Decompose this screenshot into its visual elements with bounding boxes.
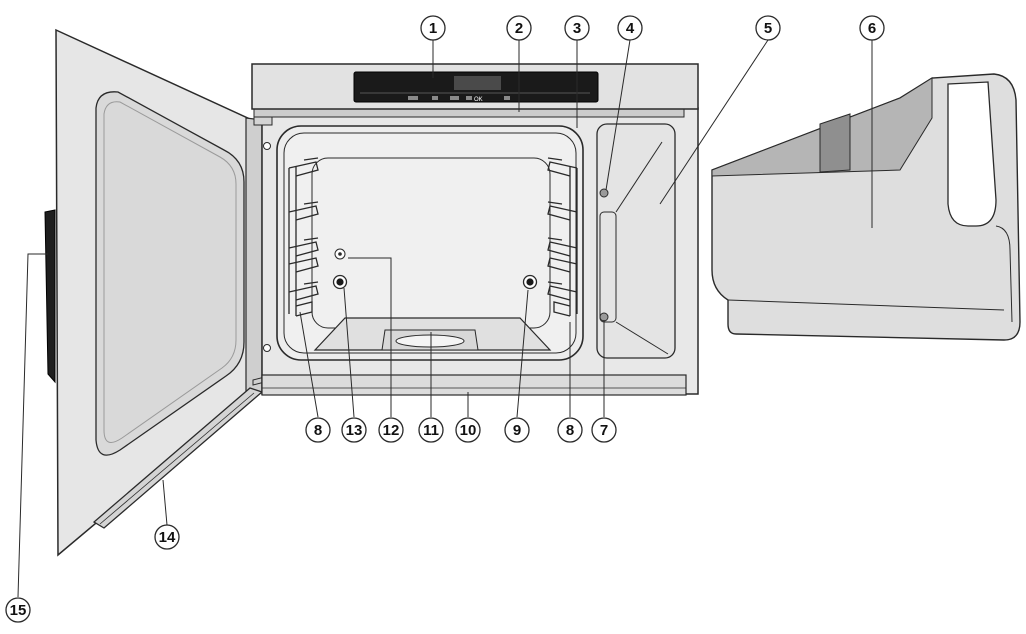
water-container-compartment	[596, 123, 676, 359]
water-container-lid	[819, 113, 851, 173]
temperature-sensor-dot	[338, 252, 342, 256]
svg-text:15: 15	[10, 602, 27, 619]
callout-7: 7	[591, 417, 617, 443]
door-hinge-tab	[253, 116, 273, 126]
svg-text:7: 7	[600, 422, 608, 439]
water-outlet-socket	[599, 312, 609, 322]
callout-5: 5	[755, 15, 781, 41]
svg-text:5: 5	[764, 20, 772, 37]
svg-text:4: 4	[626, 20, 635, 37]
callout-9: 9	[504, 417, 530, 443]
callout-15: 15	[5, 597, 31, 623]
power-button[interactable]	[408, 96, 418, 100]
water-container-handle[interactable]	[947, 81, 997, 227]
leader-lines	[17, 39, 873, 598]
callout-11: 11	[418, 417, 444, 443]
water-container-side-edge	[995, 225, 1013, 323]
chevron-button[interactable]	[450, 96, 459, 100]
water-container	[711, 73, 1021, 341]
door-glass-inner	[103, 101, 237, 443]
water-container-body[interactable]	[711, 73, 1021, 341]
panel-button-right[interactable]	[504, 96, 510, 100]
svg-text:11: 11	[423, 422, 439, 439]
callout-4: 4	[617, 15, 643, 41]
compartment-upper-diagonal	[615, 141, 663, 213]
svg-text:12: 12	[383, 422, 400, 439]
hinge-pin-bottom	[263, 344, 271, 352]
water-container-base-line	[727, 299, 1005, 311]
callout-1: 1	[420, 15, 446, 41]
hinge-pin-top	[263, 142, 271, 150]
svg-text:10: 10	[460, 422, 477, 439]
control-panel-display	[454, 76, 501, 90]
drip-channel-line	[99, 392, 255, 525]
svg-text:9: 9	[513, 422, 521, 439]
svg-text:14: 14	[159, 529, 176, 546]
door-inner-edge	[245, 117, 263, 398]
compartment-lower-diagonal	[615, 321, 669, 355]
steam-inlet-left-dot	[336, 278, 344, 286]
oven-body: OK	[251, 63, 699, 396]
panel-button-mid[interactable]	[466, 96, 472, 100]
bottom-trim-strip	[261, 374, 687, 396]
panel-sensor-buttons[interactable]	[408, 96, 510, 100]
svg-text:1: 1	[429, 20, 437, 37]
svg-text:3: 3	[573, 20, 581, 37]
svg-text:2: 2	[515, 20, 523, 37]
callout-13: 13	[341, 417, 367, 443]
shelf-runners-left	[288, 157, 319, 317]
callout-10: 10	[455, 417, 481, 443]
shelf-runners-right	[547, 157, 578, 317]
callout-8-right: 8	[557, 417, 583, 443]
svg-text:8: 8	[314, 422, 322, 439]
water-inlet-socket	[599, 188, 609, 198]
cavity-inner-wall	[283, 132, 577, 354]
floor-heater-outline	[395, 334, 465, 348]
svg-text:6: 6	[868, 20, 876, 37]
ok-button[interactable]: OK	[474, 97, 483, 103]
svg-text:13: 13	[346, 422, 363, 439]
door-glass-panel	[95, 91, 245, 456]
compartment-inner-recess	[599, 211, 617, 323]
callout-14: 14	[154, 524, 180, 550]
oven-door	[44, 28, 301, 557]
callout-12: 12	[378, 417, 404, 443]
water-container-top-face	[711, 77, 933, 177]
callout-2: 2	[506, 15, 532, 41]
callout-8-left: 8	[305, 417, 331, 443]
panel-button-left[interactable]	[432, 96, 438, 100]
svg-text:8: 8	[566, 422, 574, 439]
callout-6: 6	[859, 15, 885, 41]
callout-3: 3	[564, 15, 590, 41]
steam-inlet-right-dot	[526, 278, 534, 286]
door-handle[interactable]	[44, 209, 56, 384]
